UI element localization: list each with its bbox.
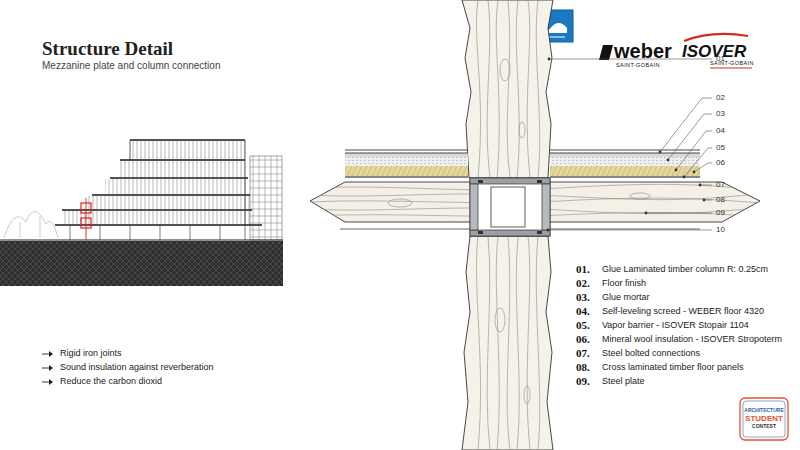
item-number: 05. (576, 319, 590, 332)
ground-line (0, 240, 283, 241)
bullet-text: Reduce the carbon dioxid (60, 376, 162, 386)
leader-line (548, 59, 730, 230)
callout-number: 03 (716, 109, 725, 118)
section-marker (86, 198, 87, 240)
glazing (118, 161, 245, 177)
item-description: Glue mortar (602, 292, 650, 302)
wood-grain (476, 236, 539, 450)
slide-title: Structure Detail (42, 38, 173, 60)
badge-text: ARCHITECTURE (744, 408, 783, 414)
item-description: Self-leveling screed - WEBER floor 4320 (602, 306, 764, 316)
bolt (478, 231, 483, 234)
pilotis (70, 225, 245, 240)
callout-number: 09 (716, 208, 725, 217)
item-number: 06. (576, 333, 590, 346)
item-description: Floor finish (602, 278, 646, 288)
glulam-column (462, 236, 553, 450)
floor-finish (550, 153, 700, 157)
bullet-text: Rigid iron joints (60, 348, 122, 358)
building-elevation (0, 140, 283, 286)
callout-number: 02 (716, 93, 725, 102)
badge-frame (740, 398, 788, 440)
callout-number: 10 (716, 225, 725, 234)
logo-wordmark: weber (614, 40, 672, 63)
bolt (537, 180, 542, 183)
tree-sketch (4, 211, 58, 238)
glazing (105, 179, 248, 194)
logo-wordmark: ISOVER (682, 42, 746, 62)
screed-layer (345, 157, 468, 166)
slide-subtitle: Mezzanine plate and column connection (42, 60, 220, 72)
leader-dot (547, 58, 706, 232)
item-description: Vapor barrier - ISOVER Stopair 1104 (602, 320, 749, 330)
item-description: Steel plate (602, 376, 645, 386)
tree-sketch (20, 216, 40, 238)
tower-facade (250, 156, 282, 240)
logo-subtext: SAINT-GOBAIN (616, 62, 660, 68)
steel-plate (542, 184, 550, 230)
item-number: 03. (576, 291, 590, 304)
callout-number: 05 (716, 143, 725, 152)
callout-number: 04 (716, 126, 725, 135)
item-number: 04. (576, 305, 590, 318)
callout-number: 07 (716, 180, 725, 189)
callout-number: 06 (716, 158, 725, 167)
steel-box (470, 178, 550, 236)
vapor-barrier (345, 176, 700, 177)
connection-detail (310, 0, 760, 450)
logo-mark (547, 23, 567, 33)
item-description: Glue Laminated timber column R: 0.25cm (602, 264, 768, 274)
item-description: Steel bolted connections (602, 348, 700, 358)
logo-mark (549, 37, 565, 38)
isover-underline (710, 68, 752, 69)
bullet-text: Sound insulation against reverberation (60, 362, 214, 372)
screed-layer (550, 157, 700, 166)
steel-connection (470, 178, 550, 236)
callout-number: 08 (716, 195, 725, 204)
bullet-arrow (42, 351, 53, 385)
glulam-column (462, 0, 553, 178)
ground-hatch (0, 241, 283, 286)
item-number: 08. (576, 361, 590, 374)
steel-plate (470, 230, 550, 236)
callout-number: 01 (716, 54, 725, 63)
section-marker (81, 218, 91, 228)
floor-layers (340, 150, 700, 229)
bolt (478, 180, 483, 183)
item-number: 09. (576, 375, 590, 388)
mineral-wool (550, 166, 700, 176)
badge-frame (743, 401, 785, 437)
contest-badge (740, 398, 788, 440)
facade-edge (130, 140, 245, 225)
badge-text: STUDENT (745, 414, 783, 423)
mineral-wool (345, 166, 468, 176)
glazing (130, 141, 245, 159)
badge-text: CONTEST (752, 424, 776, 430)
column-core (491, 187, 525, 227)
floor-line (345, 150, 700, 153)
glazing (88, 196, 250, 209)
item-number: 07. (576, 347, 590, 360)
item-number: 02. (576, 277, 590, 290)
isover-swoosh (684, 34, 748, 41)
item-number: 01. (576, 263, 590, 276)
steel-plate (470, 178, 550, 184)
wood-grain (476, 0, 539, 178)
item-description: Mineral wool insulation - ISOVER Stropot… (602, 334, 782, 344)
bolt (537, 231, 542, 234)
floor-finish (345, 153, 468, 157)
steel-plate (470, 184, 478, 230)
section-marker (81, 203, 91, 213)
item-description: Cross laminated timber floor panels (602, 362, 744, 372)
weber-swoosh (599, 45, 613, 60)
